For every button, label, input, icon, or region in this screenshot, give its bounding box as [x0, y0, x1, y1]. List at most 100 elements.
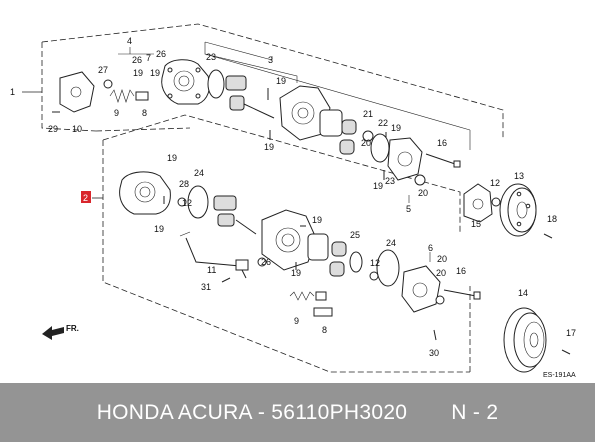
bolts-19-upper	[267, 88, 387, 180]
callout-23b: 23	[385, 176, 395, 186]
callout-13: 13	[514, 171, 524, 181]
callout-5: 5	[406, 204, 411, 214]
pump-housing-lower	[261, 209, 329, 271]
callout-9b: 9	[294, 316, 299, 326]
valve-10-upper	[59, 71, 95, 113]
assembly-outline-upper	[22, 23, 504, 140]
bolt-30	[433, 329, 437, 341]
spring-7-upper	[109, 89, 149, 103]
bolt-17	[561, 349, 571, 355]
callout-19f: 19	[373, 181, 383, 191]
front-direction-arrow: FR.	[42, 324, 79, 340]
washer-20-lower	[435, 295, 445, 305]
o-ring-12	[369, 271, 379, 281]
callout-29: 29	[48, 124, 58, 134]
seal-21-upper	[339, 119, 357, 155]
o-ring-28	[177, 197, 187, 207]
bolt-16-lower	[443, 289, 481, 300]
callout-4: 4	[127, 36, 132, 46]
callout-19e: 19	[391, 123, 401, 133]
callout-20b: 20	[418, 188, 428, 198]
callout-19a: 19	[133, 68, 143, 78]
bolt-16-upper	[425, 153, 461, 168]
callout-9: 9	[114, 108, 119, 118]
washer-26-lower	[257, 257, 267, 267]
callout-17: 17	[566, 328, 576, 338]
callout-labels: 1 4 27 26 7 26 19 19 9 8 29 10 3 23 19 1…	[10, 36, 576, 358]
callout-19j: 19	[291, 268, 301, 278]
part-number-label: HONDA ACURA - 56110PH3020	[96, 400, 408, 424]
callout-19d: 19	[264, 142, 274, 152]
callout-26: 26	[132, 55, 142, 65]
bolts-19-lower	[163, 196, 306, 270]
callout-10: 10	[72, 124, 82, 134]
bolt-18	[543, 233, 553, 239]
o-ring-24-right	[376, 249, 400, 287]
callout-24b: 24	[386, 238, 396, 248]
washer-20-upper	[414, 174, 426, 186]
leader-lines	[118, 41, 431, 262]
callout-20c: 20	[437, 254, 447, 264]
callout-19i: 19	[312, 215, 322, 225]
callout-25: 25	[350, 230, 360, 240]
callout-20a: 20	[361, 138, 371, 148]
callout-8b: 8	[322, 325, 327, 335]
callout-2: 2	[83, 193, 88, 203]
callout-15: 15	[471, 219, 481, 229]
valve-8-lower	[313, 307, 333, 317]
callout-12b: 12	[182, 198, 192, 208]
direction-label: FR.	[66, 324, 79, 333]
assembly-outline-lower	[92, 114, 471, 373]
o-ring-27	[103, 79, 113, 89]
callout-30: 30	[429, 348, 439, 358]
callout-14: 14	[518, 288, 528, 298]
bracket-15	[463, 183, 493, 223]
exploded-parts-diagram: 1 4 27 26 7 26 19 19 9 8 29 10 3 23 19 1…	[10, 23, 576, 379]
callout-12c: 12	[370, 258, 380, 268]
callout-31: 31	[201, 282, 211, 292]
callout-1: 1	[10, 87, 15, 97]
o-ring-23-upper	[207, 69, 225, 99]
callout-3: 3	[268, 55, 273, 65]
o-ring-23-mid	[370, 133, 390, 163]
pipe-11	[179, 231, 249, 279]
seal-25-lower	[329, 241, 363, 277]
subassembly-frame-3	[204, 42, 471, 150]
callout-21: 21	[363, 109, 373, 119]
callout-16a: 16	[437, 138, 447, 148]
callout-16b: 16	[456, 266, 466, 276]
pump-cover-5	[387, 137, 423, 181]
diagram-code: ES-191AA	[543, 372, 576, 379]
callout-26b: 26	[156, 49, 166, 59]
callout-20d: 20	[436, 268, 446, 278]
spring-9	[289, 291, 327, 301]
o-ring-22	[362, 130, 374, 142]
callout-7: 7	[146, 53, 151, 63]
pump-body-upper	[161, 59, 211, 105]
callout-22: 22	[378, 118, 388, 128]
o-ring-24-left	[187, 185, 209, 219]
callout-28: 28	[179, 179, 189, 189]
callout-19c: 19	[276, 76, 286, 86]
callout-27: 27	[98, 65, 108, 75]
pulley-13	[499, 183, 537, 237]
callout-19g: 19	[167, 153, 177, 163]
rotor-shaft-lower	[213, 195, 257, 235]
callout-24a: 24	[194, 168, 204, 178]
bolt-31	[221, 277, 231, 283]
callout-12a: 12	[490, 178, 500, 188]
pump-cover-6	[401, 265, 441, 313]
callout-2-highlight: 2	[81, 191, 91, 203]
callout-19h: 19	[154, 224, 164, 234]
callout-18: 18	[547, 214, 557, 224]
callout-26c: 26	[261, 257, 271, 267]
part-info-footer: HONDA ACURA - 56110PH3020 N - 2	[0, 383, 595, 442]
rotor-shaft-upper	[225, 75, 275, 119]
callout-6: 6	[428, 243, 433, 253]
callout-11: 11	[207, 265, 216, 275]
pump-housing-upper	[279, 85, 343, 141]
callout-8: 8	[142, 108, 147, 118]
pulley-14	[503, 307, 547, 373]
pump-body-lower	[119, 171, 171, 215]
washer-20-bracket	[491, 197, 501, 207]
